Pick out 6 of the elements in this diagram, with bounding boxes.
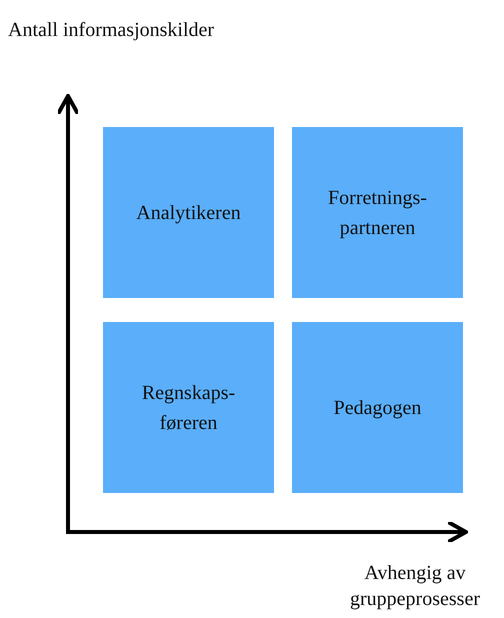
- quadrant-box: Regnskaps- føreren: [103, 322, 274, 493]
- quadrant-box: Forretnings- partneren: [292, 127, 463, 298]
- quadrant-box: Analytikeren: [103, 127, 274, 298]
- quadrant-box: Pedagogen: [292, 322, 463, 493]
- y-axis-label: Antall informasjonskilder: [8, 18, 216, 43]
- x-axis-label: Avhengig av gruppeprosesser: [349, 561, 481, 612]
